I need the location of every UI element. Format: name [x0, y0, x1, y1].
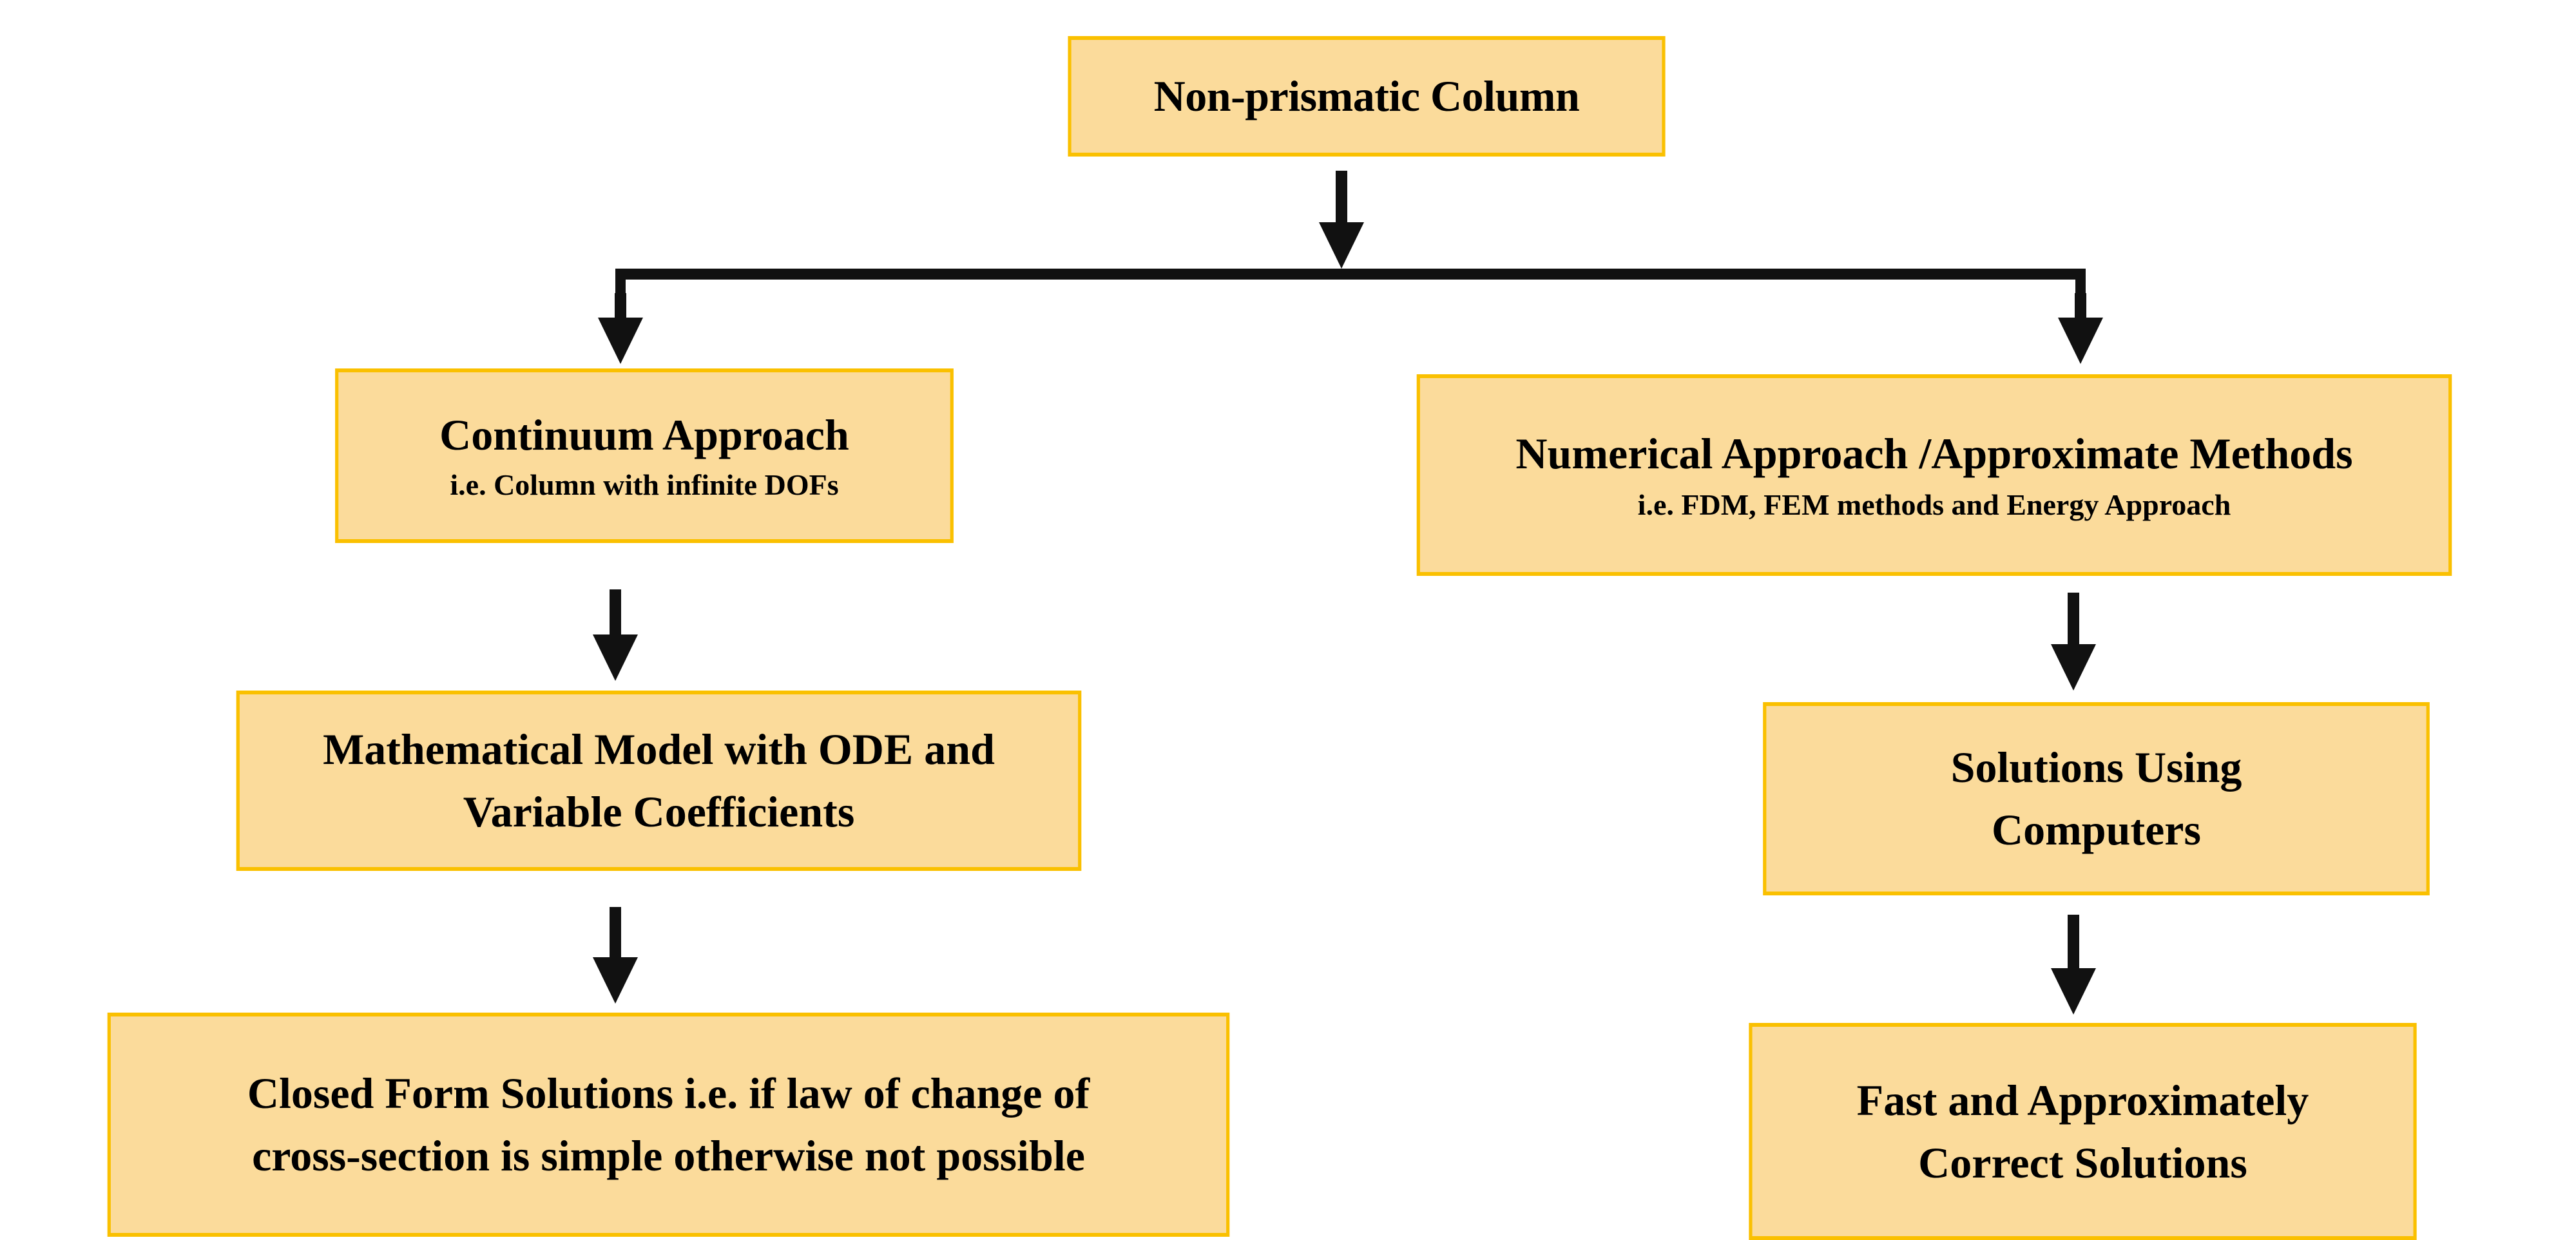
arrow-stem	[615, 293, 626, 321]
node-numerical-title: Numerical Approach /Approximate Methods	[1515, 428, 2353, 478]
arrow-stem	[2075, 293, 2086, 321]
node-solutions-using-computers[interactable]: Solutions Using Computers	[1763, 702, 2430, 895]
arrow-stem	[2068, 915, 2079, 973]
arrow-stem	[1336, 171, 1347, 226]
node-computers-content: Solutions Using Computers	[1713, 736, 2480, 861]
node-closed-form-solutions[interactable]: Closed Form Solutions i.e. if law of cha…	[107, 1013, 1230, 1237]
node-continuum-subtitle: i.e. Column with infinite DOFs	[450, 468, 839, 501]
node-numerical-approach[interactable]: Numerical Approach /Approximate Methods …	[1416, 374, 2452, 576]
arrow-continuum-to-model-icon	[593, 589, 638, 681]
node-non-prismatic-column[interactable]: Non-prismatic Column	[1068, 36, 1666, 157]
arrow-numerical-to-computers-icon	[2051, 593, 2096, 691]
arrow-computers-to-fast-icon	[2051, 915, 2096, 1015]
arrow-model-to-closed-form-icon	[593, 907, 638, 1004]
node-root-title: Non-prismatic Column	[1153, 72, 1580, 121]
node-model-content: Mathematical Model with ODE and Variable…	[171, 718, 1146, 843]
arrow-split-to-numerical-icon	[2058, 293, 2103, 364]
node-continuum-approach[interactable]: Continuum Approach i.e. Column with infi…	[335, 368, 954, 543]
node-numerical-subtitle: i.e. FDM, FEM methods and Energy Approac…	[1637, 488, 2231, 521]
node-closed-form-content: Closed Form Solutions i.e. if law of cha…	[20, 1062, 1317, 1187]
arrow-head	[2051, 968, 2096, 1015]
node-root-content: Non-prismatic Column	[1023, 72, 1710, 120]
node-fast-approximate-solutions[interactable]: Fast and Approximately Correct Solutions	[1749, 1023, 2417, 1240]
arrow-head	[2058, 318, 2103, 364]
arrow-stem	[610, 589, 621, 640]
node-mathematical-model[interactable]: Mathematical Model with ODE and Variable…	[236, 691, 1082, 871]
arrow-split-to-continuum-icon	[598, 293, 643, 364]
arrow-head	[598, 318, 643, 364]
arrow-stem	[610, 907, 621, 962]
arrow-head	[2051, 644, 2096, 691]
node-closed-form-title: Closed Form Solutions i.e. if law of cha…	[247, 1069, 1090, 1180]
node-computers-title: Solutions Using Computers	[1950, 743, 2242, 854]
split-bus-horizontal-line	[615, 269, 2086, 280]
node-numerical-content: Numerical Approach /Approximate Methods …	[1336, 429, 2532, 522]
node-fast-content: Fast and Approximately Correct Solutions	[1698, 1069, 2467, 1194]
node-model-title: Mathematical Model with ODE and Variable…	[323, 725, 995, 836]
arrow-head	[1319, 222, 1364, 269]
arrow-head	[593, 957, 638, 1004]
node-fast-title: Fast and Approximately Correct Solutions	[1856, 1075, 2309, 1187]
arrow-head	[593, 634, 638, 681]
node-continuum-content: Continuum Approach i.e. Column with infi…	[289, 410, 1000, 502]
node-continuum-title: Continuum Approach	[439, 410, 849, 459]
arrow-stem	[2068, 593, 2079, 649]
arrow-root-to-split-icon	[1319, 171, 1364, 269]
